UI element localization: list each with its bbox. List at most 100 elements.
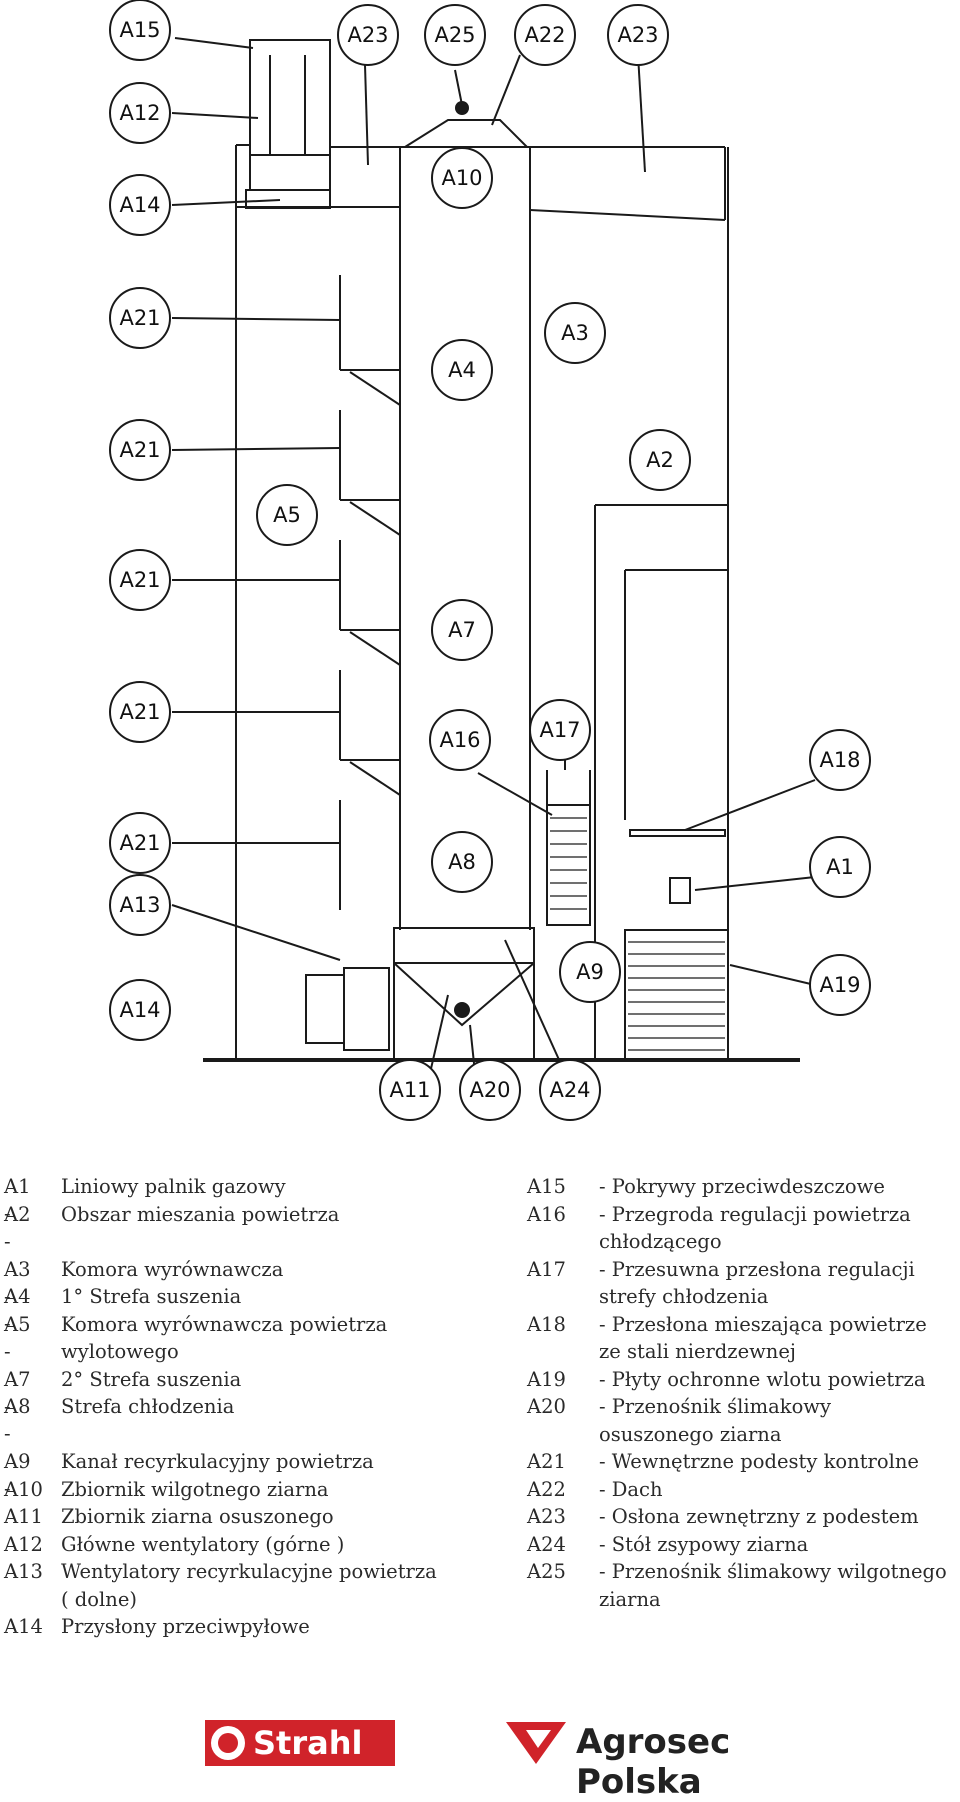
legend-description: Zbiornik ziarna osuszonego [61, 1505, 334, 1528]
callout-label: A19 [819, 973, 860, 997]
callout-circle [429, 709, 491, 771]
callout-label: A23 [347, 23, 388, 47]
legend-description: 1° Strefa suszenia [61, 1285, 242, 1308]
callout-circle [109, 419, 171, 481]
legend-code: A9 - [4, 1450, 31, 1500]
legend-code: A8 - [4, 1395, 31, 1445]
callout-label: A11 [389, 1078, 430, 1102]
callout-circle [559, 941, 621, 1003]
legend-code: A16 [527, 1202, 566, 1226]
legend-description: - Dach [599, 1477, 663, 1501]
legend-code: A22 [527, 1477, 566, 1501]
legend-code: A10 [4, 1477, 43, 1501]
legend-description: - Stół zsypowy ziarna [599, 1532, 809, 1556]
legend-code: A24 [527, 1532, 566, 1556]
legend-code: A15 [527, 1175, 566, 1198]
legend-description: Liniowy palnik gazowy [61, 1175, 286, 1198]
callout-circle [809, 954, 871, 1016]
legend-code: A1 - [4, 1175, 31, 1225]
legend-description: osuszonego ziarna [599, 1422, 782, 1446]
legend-description: - Wewnętrzne podesty kontrolne [599, 1450, 919, 1473]
callout-circle [109, 979, 171, 1041]
callout-label: A17 [539, 718, 580, 742]
legend-code: A3 - [4, 1257, 31, 1308]
callout-circle [809, 836, 871, 898]
callout-label: A7 [448, 618, 476, 642]
legend-code: A21 [527, 1450, 566, 1473]
callout-label: A5 [273, 503, 301, 527]
legend-code: A18 [527, 1312, 566, 1336]
legend-code: A5 - [4, 1312, 31, 1363]
callout-label: A9 [576, 960, 604, 984]
legend-description: ziarna [599, 1587, 661, 1611]
callout-label: A25 [434, 23, 475, 47]
callout-circle [544, 302, 606, 364]
callout-label: A20 [469, 1078, 510, 1102]
callout-circle [431, 339, 493, 401]
agrosec-logo: Agrosec Polska [506, 1720, 866, 1802]
callout-circle [109, 0, 171, 61]
legend-code: A12 [4, 1532, 43, 1556]
strahl-logo-text: Strahl [253, 1724, 363, 1762]
callout-label: A24 [549, 1078, 590, 1102]
callout-label: A2 [646, 448, 674, 472]
legend-code: A7 - [4, 1367, 31, 1418]
agrosec-logo-mark [506, 1722, 566, 1764]
callout-circle [431, 147, 493, 209]
legend-code: A19 [527, 1367, 566, 1391]
callout-circle [256, 484, 318, 546]
callout-label: A21 [119, 438, 160, 462]
legend-code: A25 [527, 1560, 566, 1583]
legend-description: - Pokrywy przeciwdeszczowe [599, 1175, 885, 1198]
callout-circle [629, 429, 691, 491]
legend-description: Przysłony przeciwpyłowe [61, 1615, 310, 1638]
callout-circle [431, 831, 493, 893]
legend-description: chłodzącego [599, 1230, 722, 1253]
callout-circle [109, 287, 171, 349]
legend-description: ( dolne) [61, 1587, 137, 1611]
legend-description: - Przenośnik ślimakowy wilgotnego [599, 1560, 947, 1583]
callout-label: A1 [826, 855, 854, 879]
agrosec-logo-text: Agrosec Polska [576, 1722, 731, 1802]
legend-code: A17 [527, 1257, 566, 1281]
callout-label: A14 [119, 998, 160, 1022]
callout-circle [109, 874, 171, 936]
legend-code: A13 [4, 1560, 43, 1583]
legend-description: Strefa chłodzenia [61, 1395, 235, 1418]
callout-label: A13 [119, 893, 160, 917]
callout-label: A10 [441, 166, 482, 190]
legend-description: Wentylatory recyrkulacyjne powietrza [61, 1560, 437, 1583]
legend-code: A23 [527, 1505, 566, 1528]
callout-circle [109, 549, 171, 611]
callout-label: A3 [561, 321, 589, 345]
legend-description: Główne wentylatory (górne ) [61, 1532, 345, 1556]
callout-label: A21 [119, 700, 160, 724]
callout-circle [529, 699, 591, 761]
legend-description: Obszar mieszania powietrza [61, 1202, 340, 1226]
callout-label: A21 [119, 306, 160, 330]
legend-description: Zbiornik wilgotnego ziarna [61, 1477, 329, 1501]
callout-circle [337, 4, 399, 66]
callout-circle [109, 174, 171, 236]
legend-description: - Przenośnik ślimakowy [599, 1395, 832, 1418]
callout-circle [379, 1059, 441, 1121]
callout-circle [109, 812, 171, 874]
callout-label: A23 [617, 23, 658, 47]
legend-code: A11 [4, 1505, 43, 1528]
legend-code: A14 [4, 1615, 43, 1638]
legend-code: A20 [527, 1395, 566, 1418]
legend-description: 2° Strefa suszenia [61, 1367, 242, 1391]
callout-circle [809, 729, 871, 791]
callout-circle [109, 82, 171, 144]
callout-circle [459, 1059, 521, 1121]
callout-circle [514, 4, 576, 66]
legend-description: Kanał recyrkulacyjny powietrza [61, 1450, 374, 1473]
callout-circle [607, 4, 669, 66]
legend-description: wylotowego [61, 1340, 179, 1363]
callout-circle [424, 4, 486, 66]
callout-circle [431, 599, 493, 661]
legend-description: - Przegroda regulacji powietrza [599, 1202, 911, 1226]
legend-code: A4 - [4, 1285, 31, 1335]
callout-label: A16 [439, 728, 480, 752]
callout-label: A4 [448, 358, 476, 382]
